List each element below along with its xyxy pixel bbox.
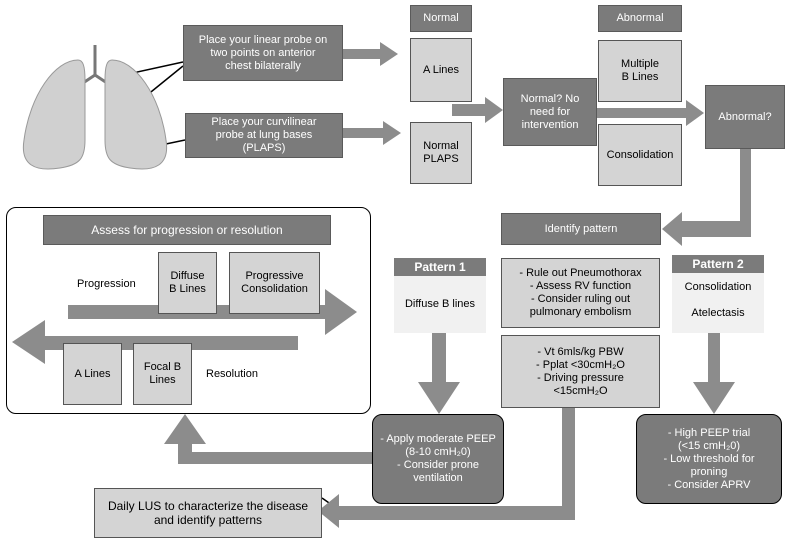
progressive-consolidation-box: Progressive Consolidation bbox=[229, 252, 320, 314]
ventilation-box: - Vt 6mls/kg PBW - Pplat <30cmH₂O - Driv… bbox=[501, 335, 660, 408]
identify-pattern-box: Identify pattern bbox=[501, 213, 661, 245]
arrow-abnormal-to-identify bbox=[662, 149, 751, 246]
a-lines-box: A Lines bbox=[410, 38, 472, 102]
arrow-pattern2-down bbox=[693, 333, 735, 414]
curvilinear-probe-box: Place your curvilinear probe at lung bas… bbox=[185, 113, 343, 158]
pattern2-line2: Atelectasis bbox=[691, 306, 745, 319]
high-peep-box: - High PEEP trial (<15 cmH₂0) - Low thre… bbox=[636, 414, 782, 504]
progression-label: Progression bbox=[77, 278, 136, 290]
arrow-ventilation-to-daily bbox=[318, 408, 575, 528]
assess-panel bbox=[6, 207, 371, 414]
pattern2-title: Pattern 2 bbox=[672, 255, 764, 273]
linear-probe-box: Place your linear probe on two points on… bbox=[183, 25, 343, 81]
multiple-b-lines-box: Multiple B Lines bbox=[598, 40, 682, 102]
pattern1-body: Diffuse B lines bbox=[404, 298, 476, 310]
assess-title: Assess for progression or resolution bbox=[43, 215, 331, 245]
moderate-peep-box: - Apply moderate PEEP (8-10 cmH₂0) - Con… bbox=[372, 414, 504, 504]
normal-plaps-box: Normal PLAPS bbox=[410, 122, 472, 184]
arrow-curvilinear-to-plaps bbox=[343, 121, 401, 145]
arrow-to-normal-question bbox=[452, 97, 503, 123]
abnormal-question-box: Abnormal? bbox=[705, 85, 785, 149]
arrow-linear-to-alines bbox=[343, 42, 398, 66]
arrow-pattern1-down bbox=[418, 333, 460, 414]
normal-header: Normal bbox=[410, 5, 472, 32]
rule-out-box: - Rule out Pneumothorax - Assess RV func… bbox=[501, 258, 660, 328]
pattern1-card: Pattern 1 Diffuse B lines bbox=[394, 258, 486, 333]
resolution-label: Resolution bbox=[206, 368, 258, 380]
a-lines-resolution-box: A Lines bbox=[63, 343, 122, 405]
focal-b-lines-box: Focal B Lines bbox=[133, 343, 192, 405]
arrow-peep-to-assess bbox=[164, 414, 372, 464]
pattern2-line1: Consolidation bbox=[684, 280, 752, 293]
pattern2-card: Pattern 2 Consolidation Atelectasis bbox=[672, 255, 764, 333]
consolidation-box: Consolidation bbox=[598, 124, 682, 186]
daily-lus-box: Daily LUS to characterize the disease an… bbox=[94, 488, 322, 538]
lungs-icon bbox=[22, 45, 168, 170]
diffuse-b-lines-box: Diffuse B Lines bbox=[158, 252, 217, 314]
pattern1-title: Pattern 1 bbox=[394, 258, 486, 276]
abnormal-header: Abnormal bbox=[598, 5, 682, 32]
arrow-to-abnormal-question bbox=[597, 100, 704, 126]
normal-question-box: Normal? No need for intervention bbox=[503, 78, 597, 146]
arrow-resolution bbox=[12, 320, 298, 364]
